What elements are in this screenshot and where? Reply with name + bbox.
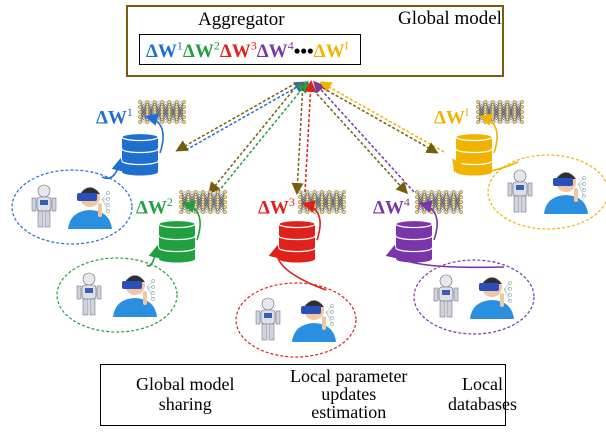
update-superscript-3: 3 [250, 39, 257, 53]
client-5-update-label: ΔWI [434, 105, 469, 129]
client-2-network-icon [179, 190, 227, 214]
updates-list: ΔW1ΔW2ΔW3ΔW4•••ΔWI [146, 40, 349, 61]
person-vr-icon [470, 277, 514, 319]
client-3-update-superscript: 3 [288, 195, 295, 209]
client-1-training-arrow [144, 113, 164, 154]
client-5-data-arrow [452, 158, 519, 173]
client-2-user-scene [56, 257, 178, 333]
update-superscript-1: 1 [176, 39, 183, 53]
aggregator-box [126, 5, 504, 77]
client-4-training-arrow [418, 200, 438, 241]
legend-box [100, 364, 506, 426]
aggregator-title: Aggregator [198, 9, 285, 30]
client-2-update-label: ΔW2 [136, 195, 173, 219]
client-1-user-scene [11, 169, 133, 245]
vr-interface-icon [101, 191, 110, 213]
update-label-4: ΔW4 [256, 39, 294, 63]
client-2-training-arrow [181, 200, 201, 241]
client-4-network-icon [415, 190, 463, 214]
legend-global-sharing-text: Global model sharing [136, 374, 235, 414]
client-1-data-arrow [101, 157, 125, 180]
client-1-update-superscript: 1 [126, 105, 133, 119]
client-5-upload-link [319, 81, 445, 153]
client-nodes [11, 100, 606, 358]
client-4-database-icon [395, 219, 433, 263]
client-2-database-icon [158, 219, 196, 263]
client-2-download-link [208, 82, 300, 195]
client-4-download-link [306, 82, 409, 195]
legend-local-databases-text: Local databases [448, 374, 517, 414]
client-4-upload-link [312, 80, 415, 193]
robot-icon [507, 169, 533, 213]
client-3-upload-link [304, 80, 317, 193]
client-3-data-arrow [268, 244, 327, 291]
client-3-download-link [291, 82, 304, 195]
vr-interface-icon [503, 281, 512, 303]
update-label-5: ••• [293, 41, 314, 63]
client-4-user-scene [413, 259, 535, 335]
vr-interface-icon [146, 279, 155, 301]
client-3-training-arrow [301, 200, 321, 241]
client-1-upload-link [185, 81, 307, 151]
client-2-update-superscript: 2 [166, 195, 173, 209]
update-superscript-2: 2 [213, 39, 220, 53]
person-vr-icon [292, 300, 336, 342]
client-4-update-label: ΔW4 [373, 195, 410, 219]
global-model-title: Global model [398, 8, 502, 29]
update-superscript-4: 4 [287, 39, 294, 53]
update-label-2: ΔW2 [182, 39, 220, 63]
client-1-database-icon [121, 132, 159, 176]
client-5-update-superscript: I [464, 105, 469, 119]
client-5-training-arrow [478, 113, 498, 154]
client-1-update-label: ΔW1 [96, 105, 133, 129]
update-superscript-6: I [344, 39, 349, 53]
client-1-download-link [175, 82, 297, 152]
client-3-user-scene [235, 282, 357, 358]
person-vr-icon [113, 275, 157, 317]
vr-interface-icon [577, 176, 586, 198]
person-vr-icon [68, 187, 112, 229]
client-1-network-icon [138, 100, 186, 124]
communication-links [175, 80, 445, 195]
client-4-update-superscript: 4 [403, 195, 410, 209]
robot-icon [31, 184, 57, 228]
client-2-data-arrow [146, 244, 162, 267]
legend-local-updates-text: Local parameter updates estimation [290, 366, 408, 422]
update-label-1: ΔW1 [146, 39, 183, 63]
person-vr-icon [544, 172, 588, 214]
robot-icon [255, 297, 281, 341]
client-5-user-scene [487, 154, 606, 230]
vr-interface-icon [325, 304, 334, 326]
client-3-database-icon [278, 219, 316, 263]
client-4-data-arrow [385, 244, 505, 269]
robot-icon [433, 274, 459, 318]
update-label-6: ΔWI [313, 39, 349, 63]
client-5-network-icon [476, 100, 524, 124]
robot-icon [76, 272, 102, 316]
client-5-download-link [313, 82, 439, 154]
client-5-database-icon [455, 132, 493, 176]
client-3-update-label: ΔW3 [258, 195, 295, 219]
update-label-3: ΔW3 [219, 39, 257, 63]
updates-box [139, 34, 361, 65]
client-2-upload-link [217, 80, 309, 193]
client-3-network-icon [298, 190, 346, 214]
